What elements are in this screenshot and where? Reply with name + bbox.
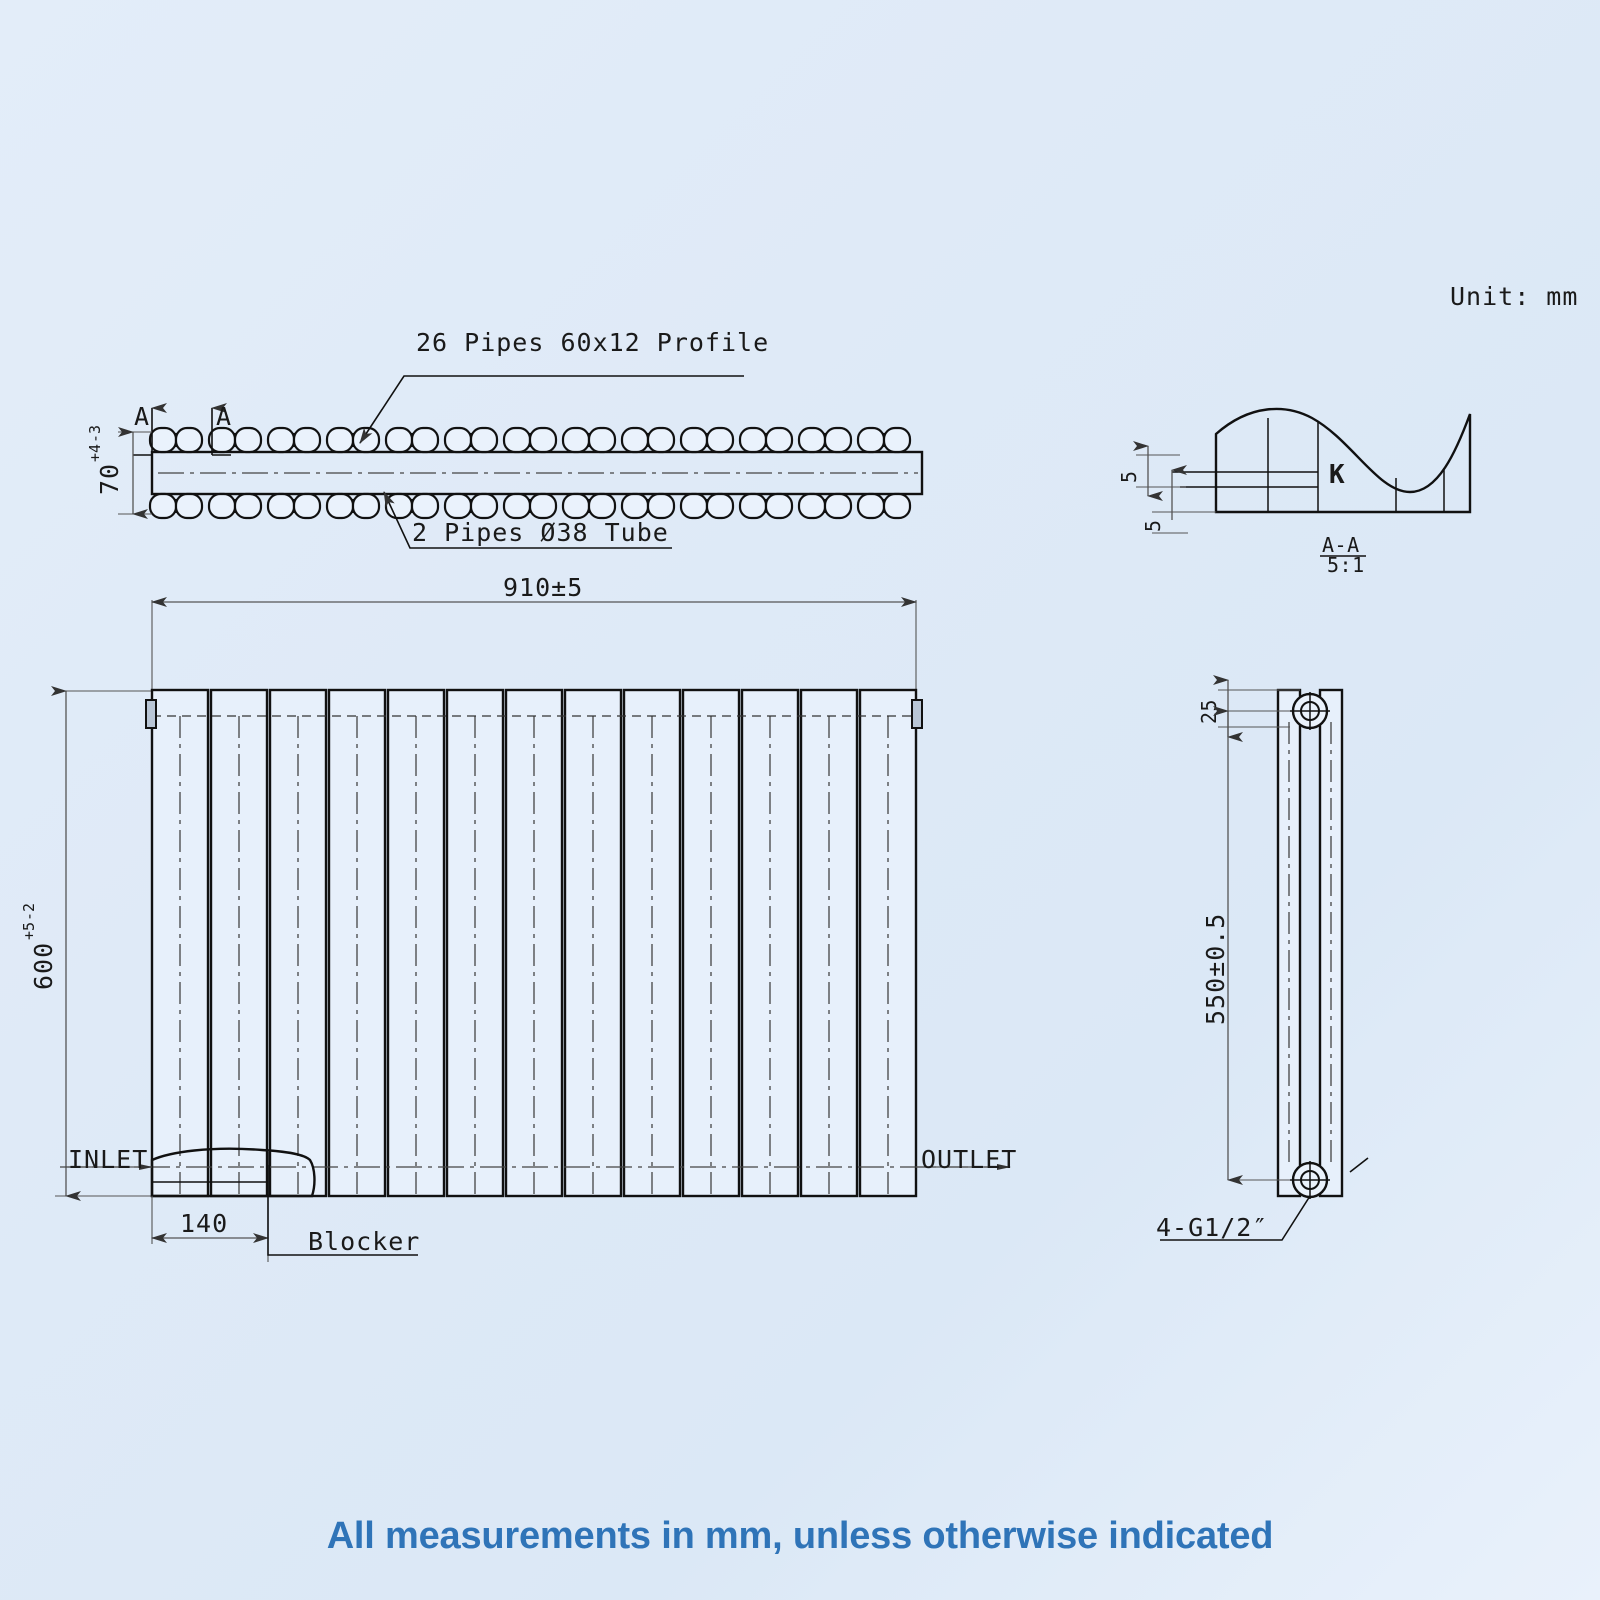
- section-label-left: A: [134, 402, 150, 431]
- top-view-group: A A 70 +4 -3 26 Pipes 60x12 Profile 2 Pi…: [86, 328, 924, 549]
- front-height-value: 600: [29, 942, 58, 990]
- front-height-tol-lower: -2: [20, 903, 38, 921]
- section-view-scale: 5:1: [1327, 553, 1365, 577]
- section-view-group: K 5 5 A-A 5:1: [1117, 407, 1472, 577]
- fin-panel: [563, 688, 623, 1198]
- side-view-group: 25 550±0.5 4-G1/2″: [1156, 675, 1369, 1242]
- callout-profile-leader: [359, 375, 744, 444]
- side-view-bottom-port: [1290, 1161, 1330, 1199]
- fin-panel: [799, 688, 859, 1198]
- front-left-endcap: [145, 699, 157, 729]
- blocker-leader: [267, 1165, 418, 1256]
- top-view-lower-pipes: [148, 492, 912, 520]
- section-detail-label: K: [1329, 460, 1345, 490]
- unit-note: Unit: mm: [1450, 282, 1578, 311]
- fin-panel: [386, 688, 446, 1198]
- section-label-right: A: [216, 402, 232, 431]
- callout-tube-label: 2 Pipes Ø38 Tube: [412, 518, 669, 547]
- fin-panel: [268, 688, 328, 1198]
- front-view-group: 910±5 600 +5 -2: [20, 573, 1017, 1262]
- section-view-title: A-A: [1322, 533, 1360, 557]
- top-view-height-tol-upper: +4: [86, 444, 104, 462]
- callout-profile-label: 26 Pipes 60x12 Profile: [416, 328, 769, 357]
- front-width-dimension: [151, 597, 917, 690]
- front-width-value: 910±5: [503, 573, 583, 602]
- top-view-upper-pipes: [148, 426, 912, 454]
- front-view-fins: [150, 688, 918, 1198]
- front-height-tol-upper: +5: [20, 922, 38, 940]
- drawing-caption: All measurements in mm, unless otherwise…: [326, 1515, 1274, 1557]
- top-view-height-value: 70: [95, 463, 124, 495]
- fin-panel: [327, 688, 387, 1198]
- top-view-height-dimension: [118, 427, 152, 519]
- top-view-height-tol-lower: -3: [86, 425, 104, 443]
- side-view-top-port: [1290, 692, 1330, 730]
- fin-panel: [150, 688, 210, 1198]
- front-height-dimension: [51, 686, 152, 1201]
- blocker-label: Blocker: [308, 1227, 420, 1256]
- fin-panel: [740, 688, 800, 1198]
- outlet-label: OUTLET: [921, 1145, 1017, 1174]
- inlet-label: INLET: [68, 1145, 148, 1174]
- fin-panel: [622, 688, 682, 1198]
- section-mark-right: [211, 403, 231, 456]
- callout-tube-leader: [383, 491, 672, 549]
- section-dim-lower: [1152, 465, 1216, 534]
- section-dim-lower-value: 5: [1141, 519, 1165, 532]
- section-dim-upper: [1133, 441, 1186, 501]
- fin-panel: [858, 688, 918, 1198]
- connection-callout-leader: [1160, 1157, 1369, 1241]
- side-top-offset-value: 25: [1197, 699, 1221, 724]
- section-dim-upper-value: 5: [1117, 470, 1141, 483]
- side-height-value: 550±0.5: [1201, 913, 1230, 1025]
- side-height-dimension: [1213, 706, 1290, 1185]
- fin-panel: [681, 688, 741, 1198]
- connection-callout-label: 4-G1/2″: [1156, 1213, 1268, 1242]
- fin-panel: [504, 688, 564, 1198]
- blocker-width-value: 140: [180, 1209, 228, 1238]
- fin-panel: [445, 688, 505, 1198]
- front-right-endcap: [911, 699, 923, 729]
- fin-panel: [209, 688, 269, 1198]
- section-profile-outline: [1214, 407, 1472, 514]
